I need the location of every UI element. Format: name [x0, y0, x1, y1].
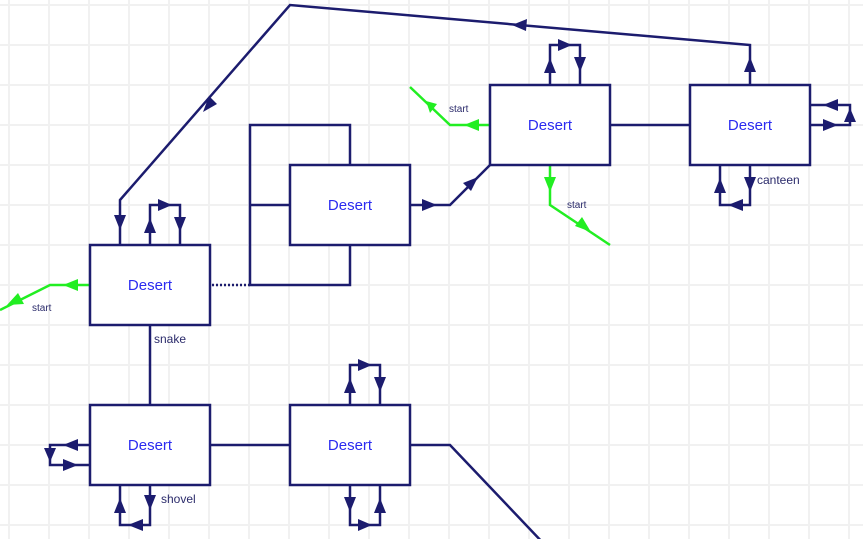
edge-label-snake: snake: [154, 332, 186, 346]
arrow-head-icon: [174, 217, 186, 232]
self-loop-n1[interactable]: [148, 203, 182, 245]
node-label: Desert: [528, 117, 573, 134]
node-desert-6[interactable]: Desert: [288, 403, 412, 487]
node-desert-4[interactable]: Desert: [688, 83, 812, 167]
edge-label-start: start: [567, 200, 587, 211]
arrow-head-icon: [544, 177, 556, 192]
edge-label-shovel: shovel: [161, 492, 196, 506]
arrow-head-icon: [574, 57, 586, 72]
arrow-head-icon: [63, 439, 78, 451]
arrow-head-icon: [463, 177, 478, 191]
arrow-head-icon: [558, 39, 572, 51]
node-label: Desert: [128, 277, 173, 294]
self-loop-n3[interactable]: [548, 43, 582, 85]
arrow-head-icon: [203, 96, 217, 112]
arrow-head-icon: [358, 359, 372, 371]
arrow-head-icon: [744, 57, 756, 72]
arrow-head-icon: [114, 498, 126, 513]
arrow-head-icon: [714, 178, 726, 193]
arrow-head-icon: [158, 199, 172, 211]
node-label: Desert: [128, 437, 173, 454]
arrow-head-icon: [728, 199, 743, 211]
node-desert-2[interactable]: Desert: [288, 163, 412, 247]
arrow-head-icon: [512, 19, 527, 31]
arrow-head-icon: [7, 293, 24, 305]
arrow-head-icon: [358, 519, 372, 531]
edge-label-canteen: canteen: [757, 173, 800, 187]
arrow-head-icon: [422, 199, 437, 211]
arrow-head-icon: [823, 99, 838, 111]
arrow-head-icon: [374, 377, 386, 392]
node-desert-1[interactable]: Desert: [88, 243, 212, 327]
arrow-head-icon: [544, 58, 556, 73]
node-label: Desert: [328, 197, 373, 214]
self-loop-n4-bottom[interactable]: [718, 165, 752, 207]
arrow-head-icon: [374, 498, 386, 513]
self-loop-n6-bottom[interactable]: [348, 485, 382, 527]
arrow-head-icon: [823, 119, 838, 131]
arrow-head-icon: [744, 177, 756, 192]
arrow-head-icon: [426, 101, 437, 113]
arrow-head-icon: [63, 279, 78, 291]
arrow-head-icon: [575, 217, 591, 232]
edge-label-start: start: [449, 104, 469, 115]
edge-n6-out[interactable]: [410, 443, 545, 539]
node-desert-5[interactable]: Desert: [88, 403, 212, 487]
node-desert-3[interactable]: Desert: [488, 83, 612, 167]
arrow-head-icon: [44, 448, 56, 462]
self-loop-n6-top[interactable]: [348, 363, 382, 405]
arrow-head-icon: [344, 497, 356, 512]
node-label: Desert: [728, 117, 773, 134]
node-label: Desert: [328, 437, 373, 454]
arrow-head-icon: [63, 459, 78, 471]
arrow-head-icon: [464, 119, 479, 131]
edge-label-start: start: [32, 303, 52, 314]
arrow-head-icon: [114, 215, 126, 230]
arrow-head-icon: [144, 218, 156, 233]
self-loop-n5-bottom[interactable]: [118, 485, 152, 527]
arrow-head-icon: [844, 108, 856, 122]
arrow-head-icon: [344, 378, 356, 393]
arrow-head-icon: [144, 495, 156, 510]
arrow-head-icon: [128, 519, 143, 531]
